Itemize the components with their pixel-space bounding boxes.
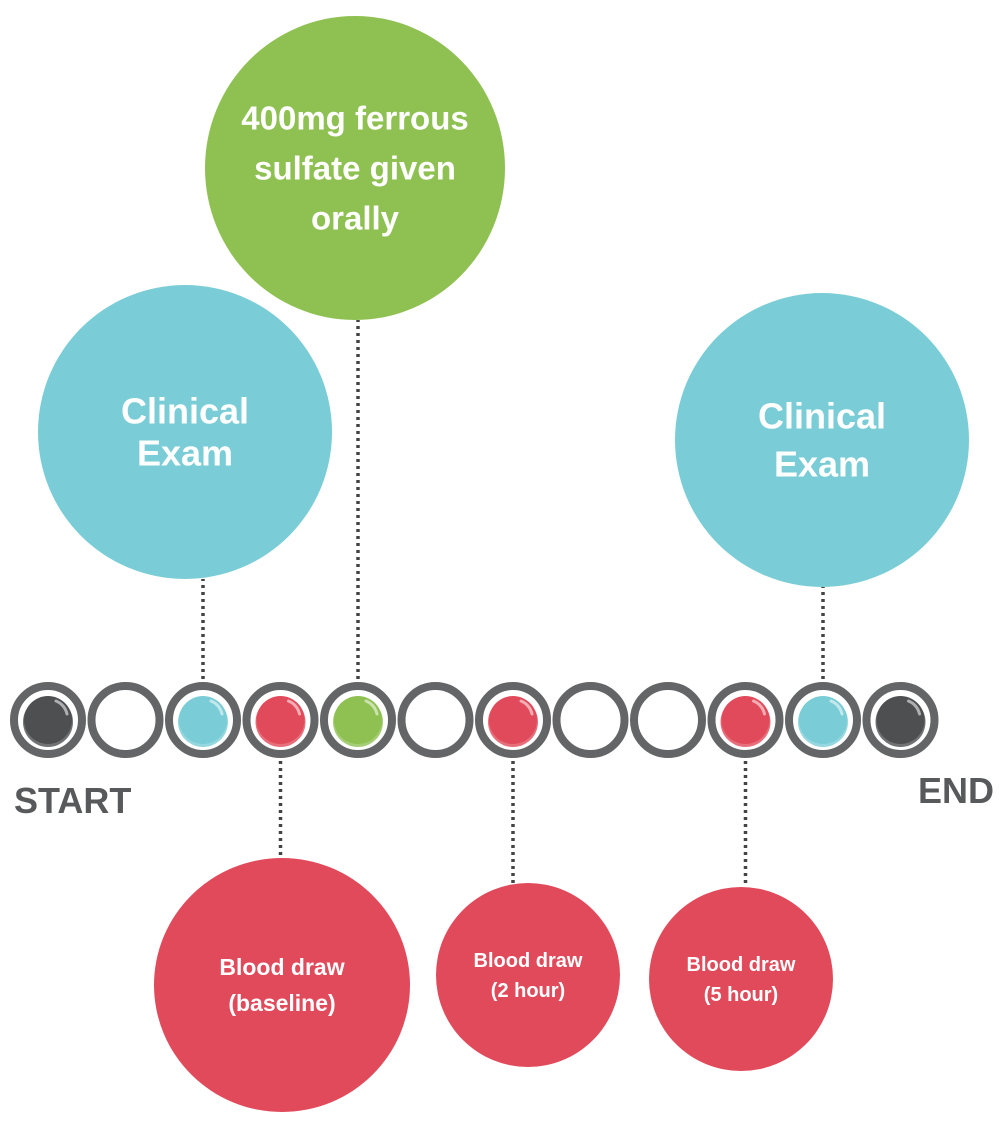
- bubble-label-line: Blood draw: [219, 954, 344, 980]
- step-ring: [165, 682, 241, 758]
- step-ring: [10, 682, 86, 758]
- bubble-label-line: (baseline): [228, 990, 335, 1016]
- step-ring: [397, 682, 474, 758]
- step-dot-green: [334, 696, 382, 744]
- bubble-label-line: Blood draw: [687, 954, 796, 976]
- end-label: END: [918, 770, 995, 811]
- step-dot-teal: [179, 696, 227, 744]
- step-ring: [87, 682, 164, 758]
- timeline-step-2: [87, 682, 164, 758]
- step-ring: [862, 682, 939, 758]
- bubble-label-line: orally: [311, 200, 400, 237]
- step-backdrop: [397, 682, 474, 758]
- step-dot-highlight: [209, 699, 224, 716]
- step-dot-highlight: [519, 699, 534, 716]
- step-ring: [630, 682, 706, 758]
- step-dot-highlight: [907, 699, 921, 716]
- event-bubble-blood-draw-5-hour: Blood draw (5 hour): [649, 887, 833, 1071]
- bubble-circle: [436, 883, 620, 1067]
- step-ring: [242, 682, 319, 758]
- bubble-circle: [675, 293, 969, 587]
- bubble-label-line: sulfate given: [254, 150, 456, 187]
- bubble-label-line: Exam: [774, 444, 870, 485]
- step-dot-red: [256, 696, 305, 744]
- timeline-step-8: [552, 682, 629, 758]
- step-ring: [707, 682, 784, 758]
- bubble-label-line: Clinical: [758, 396, 886, 437]
- bubble-label-line: (2 hour): [491, 980, 565, 1002]
- bubble-label-line: (5 hour): [704, 984, 778, 1006]
- step-dot-teal: [799, 696, 847, 744]
- step-dot-red: [489, 696, 537, 744]
- step-backdrop: [630, 682, 706, 758]
- step-ring: [552, 682, 629, 758]
- bubble-label-line: Blood draw: [474, 950, 583, 972]
- event-bubble-ferrous-sulfate-dose: 400mg ferrous sulfate given orally: [205, 16, 505, 320]
- step-dot-dark: [876, 696, 925, 744]
- timeline-step-4: [242, 682, 319, 758]
- timeline-steps-layer: [10, 682, 939, 758]
- step-dot-highlight: [364, 699, 379, 716]
- bubble-label-line: Clinical: [121, 391, 249, 432]
- step-dot-highlight: [54, 699, 69, 716]
- timeline-step-9: [630, 682, 706, 758]
- timeline-step-6: [397, 682, 474, 758]
- step-backdrop: [87, 682, 164, 758]
- start-label: START: [14, 780, 132, 821]
- connectors-layer: [201, 320, 825, 887]
- timeline-step-7: [475, 682, 551, 758]
- timeline-step-12: [862, 682, 939, 758]
- step-ring: [320, 682, 396, 758]
- timeline-step-5: [320, 682, 396, 758]
- event-bubble-blood-draw-2-hour: Blood draw (2 hour): [436, 883, 620, 1067]
- timeline-step-10: [707, 682, 784, 758]
- timeline-step-3: [165, 682, 241, 758]
- bubble-circle: [154, 858, 410, 1112]
- bubble-label-line: 400mg ferrous: [241, 100, 468, 137]
- event-bubble-blood-draw-baseline: Blood draw (baseline): [154, 858, 410, 1112]
- step-dot-highlight: [829, 699, 844, 716]
- step-ring: [475, 682, 551, 758]
- bubble-label-line: Exam: [137, 433, 233, 474]
- step-ring: [785, 682, 861, 758]
- step-dot-highlight: [287, 699, 301, 716]
- bubble-circle: [205, 16, 505, 320]
- step-dot-dark: [24, 696, 72, 744]
- timeline-step-11: [785, 682, 861, 758]
- step-backdrop: [552, 682, 629, 758]
- bubble-circle: [38, 285, 332, 579]
- step-dot-red: [721, 696, 770, 744]
- step-dot-highlight: [752, 699, 766, 716]
- bubble-circle: [649, 887, 833, 1071]
- timeline-step-1: [10, 682, 86, 758]
